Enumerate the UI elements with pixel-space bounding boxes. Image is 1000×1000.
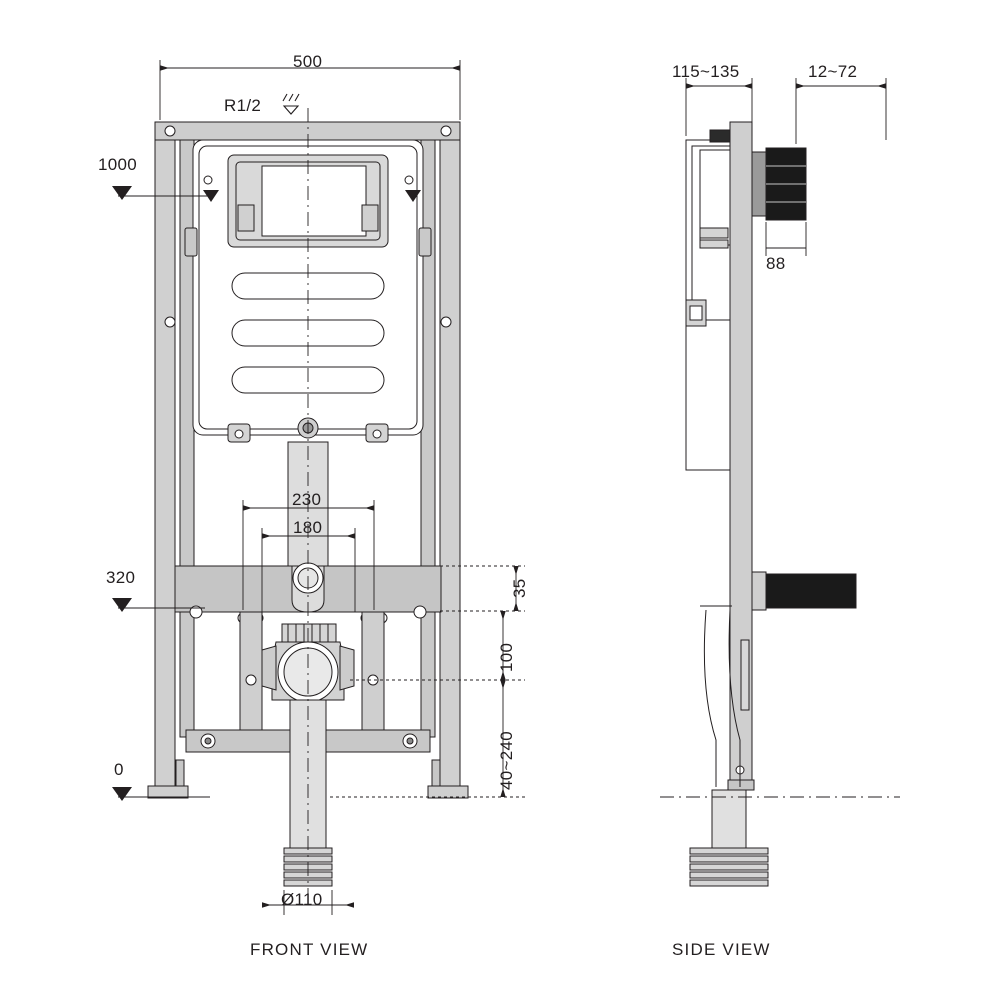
label-height-320: 320 xyxy=(106,568,136,587)
side-waste-connector xyxy=(765,573,857,609)
actuator-plate-lines xyxy=(766,165,806,203)
foot-left xyxy=(147,785,189,799)
actuator-shroud xyxy=(751,151,767,217)
side-view-group xyxy=(660,121,900,887)
label-dim-180: 180 xyxy=(293,518,323,537)
label-height-0: 0 xyxy=(114,760,124,779)
inner-level-marker-left xyxy=(203,190,219,202)
side-clip-1 xyxy=(699,227,729,239)
label-dim-230: 230 xyxy=(292,490,322,509)
front-view-title: FRONT VIEW xyxy=(250,940,369,959)
body-hole-3 xyxy=(164,316,176,328)
access-panel-window xyxy=(261,165,367,237)
body-hole-4 xyxy=(440,316,452,328)
mid-rail-hole-right xyxy=(413,605,427,619)
level-1000-marker xyxy=(112,186,132,200)
label-height-1000: 1000 xyxy=(98,155,138,174)
side-bracket-hole xyxy=(689,305,703,321)
mid-rail-hole-left xyxy=(189,605,203,619)
label-dim-100: 100 xyxy=(497,642,516,672)
top-rail-hole-right xyxy=(440,125,452,137)
access-clip-right xyxy=(361,204,379,232)
foot-right-stem xyxy=(431,759,441,787)
label-side-88: 88 xyxy=(766,254,786,273)
label-outlet-diameter: Ø110 xyxy=(281,890,323,909)
side-view-title: SIDE VIEW xyxy=(672,940,771,959)
label-side-depth: 115~135 xyxy=(672,62,740,81)
collar-ribs xyxy=(287,624,329,642)
water-inlet-symbol xyxy=(282,93,300,115)
label-side-front: 12~72 xyxy=(808,62,858,81)
frame-left-post xyxy=(154,121,176,793)
waste-clip-left xyxy=(261,645,277,691)
side-drain-curve-left xyxy=(703,609,717,787)
bottom-rail-bolt-right xyxy=(406,737,414,745)
side-clip-2 xyxy=(699,239,729,249)
side-waste-collar xyxy=(751,571,767,611)
label-dim-35: 35 xyxy=(510,578,529,598)
cistern-foot-left-hole xyxy=(234,429,244,439)
foot-left-stem xyxy=(175,759,185,787)
label-dim-40-240: 40~240 xyxy=(497,730,516,790)
body-hole-2 xyxy=(404,175,414,185)
bottom-rail-bolt-left xyxy=(204,737,212,745)
label-thread-size: R1/2 xyxy=(224,96,262,115)
support-plate-left-hole xyxy=(245,674,257,686)
top-rail xyxy=(154,121,461,141)
inner-post-left xyxy=(179,126,195,738)
side-foot xyxy=(727,779,755,791)
cistern-foot-right-hole xyxy=(372,429,382,439)
foot-right xyxy=(427,785,469,799)
bracket-left xyxy=(184,227,198,257)
level-320-marker xyxy=(112,598,132,612)
front-dimensions xyxy=(112,60,525,915)
side-dimensions xyxy=(685,78,887,256)
inner-level-marker-right xyxy=(405,190,421,202)
waste-clip-right xyxy=(339,645,355,691)
side-drain-curve-right xyxy=(728,609,741,787)
level-0-marker xyxy=(112,787,132,801)
side-rib xyxy=(740,639,750,711)
side-top-block xyxy=(709,129,731,143)
front-view-group xyxy=(147,93,469,905)
outlet-pipe xyxy=(289,699,327,851)
access-clip-left xyxy=(237,204,255,232)
body-hole-1 xyxy=(203,175,213,185)
side-outlet-pipe xyxy=(711,789,747,849)
bracket-right xyxy=(418,227,432,257)
frame-right-post xyxy=(439,121,461,793)
top-rail-hole-left xyxy=(164,125,176,137)
label-overall-width: 500 xyxy=(293,52,323,71)
side-outlet-corrugation xyxy=(689,847,769,887)
